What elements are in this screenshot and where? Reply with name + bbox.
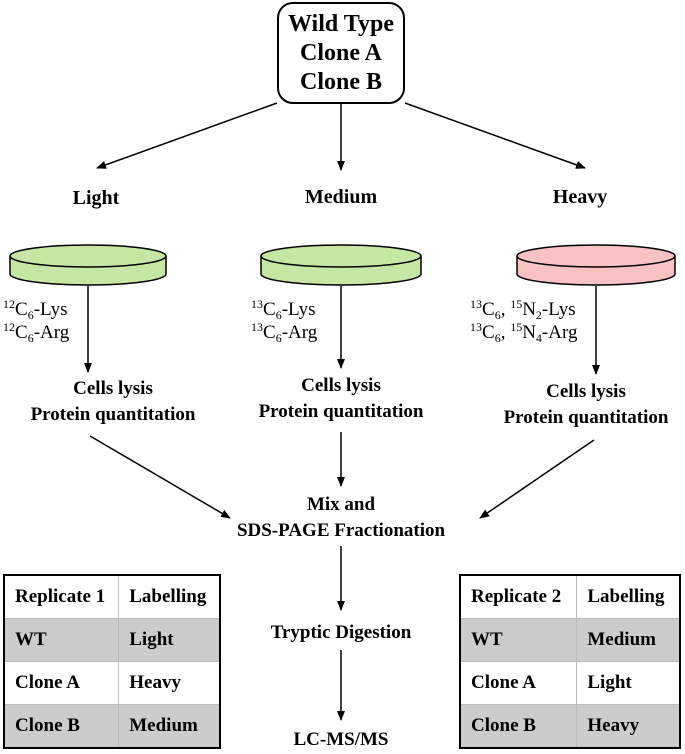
- step-mix: Mix and SDS-PAGE Fractionation: [236, 494, 446, 541]
- reagent-heavy-arg: 13C6, 15N4-Arg: [470, 320, 578, 345]
- arrow-to-heavy: [404, 102, 586, 169]
- table-cell: Clone B: [4, 704, 120, 749]
- source-line-2: Clone A: [299, 39, 382, 66]
- table-row: WT Medium: [460, 618, 680, 662]
- table-cell: Clone A: [4, 661, 120, 705]
- replicate-2-table: Replicate 2 Labelling WT Medium Clone A …: [459, 574, 681, 749]
- table-header-cell: Replicate 1: [4, 575, 120, 619]
- step-lysis-light: Cells lysis Protein quantitation: [30, 378, 196, 425]
- step-digestion: Tryptic Digestion: [270, 622, 412, 643]
- step-lcms: LC-MS/MS: [293, 729, 389, 750]
- reagent-medium-lys: 13C6-Lys: [251, 297, 316, 322]
- dish-medium: [260, 244, 422, 286]
- table-cell: WT: [460, 618, 578, 662]
- dish-light: [9, 244, 167, 286]
- table-cell: Heavy: [576, 704, 680, 749]
- source-box: Wild Type Clone A Clone B: [277, 2, 405, 104]
- table-row: Clone A Heavy: [4, 661, 220, 705]
- reagent-light-arg: 12C6-Arg: [3, 320, 70, 345]
- table-cell: Light: [118, 618, 220, 662]
- table-cell: Clone A: [460, 661, 578, 705]
- table-header-row: Replicate 2 Labelling: [460, 575, 680, 619]
- table-row: Clone B Medium: [4, 704, 220, 749]
- table-row: Clone B Heavy: [460, 704, 680, 749]
- arrow-to-light: [96, 102, 278, 169]
- branch-label-medium: Medium: [304, 186, 378, 208]
- reagents-medium: 13C6-Lys 13C6-Arg: [251, 298, 317, 344]
- table-cell: Medium: [576, 618, 680, 662]
- reagent-medium-arg: 13C6-Arg: [251, 320, 318, 345]
- table-cell: WT: [4, 618, 120, 662]
- reagent-light-lys: 12C6-Lys: [3, 297, 68, 322]
- table-row: Clone A Light: [460, 661, 680, 705]
- table-header-cell: Replicate 2: [460, 575, 578, 619]
- table-cell: Medium: [118, 704, 220, 749]
- table-cell: Heavy: [118, 661, 220, 705]
- table-header-cell: Labelling: [118, 575, 220, 619]
- branch-label-light: Light: [72, 187, 120, 209]
- reagent-heavy-lys: 13C6, 15N2-Lys: [470, 297, 576, 322]
- table-cell: Light: [576, 661, 680, 705]
- source-line-3: Clone B: [299, 68, 382, 95]
- table-row: WT Light: [4, 618, 220, 662]
- source-line-1: Wild Type: [287, 10, 395, 37]
- arrow-heavy-mix: [479, 439, 595, 519]
- arrow-light-mix: [89, 435, 231, 519]
- table-header-row: Replicate 1 Labelling: [4, 575, 220, 619]
- branch-label-heavy: Heavy: [552, 186, 608, 208]
- reagents-light: 12C6-Lys 12C6-Arg: [3, 298, 69, 344]
- replicate-1-table: Replicate 1 Labelling WT Light Clone A H…: [3, 574, 221, 749]
- reagents-heavy: 13C6, 15N2-Lys 13C6, 15N4-Arg: [470, 298, 577, 344]
- dish-heavy: [516, 244, 676, 286]
- table-cell: Clone B: [460, 704, 578, 749]
- step-lysis-heavy: Cells lysis Protein quantitation: [503, 381, 669, 428]
- step-lysis-medium: Cells lysis Protein quantitation: [258, 375, 424, 422]
- table-header-cell: Labelling: [576, 575, 680, 619]
